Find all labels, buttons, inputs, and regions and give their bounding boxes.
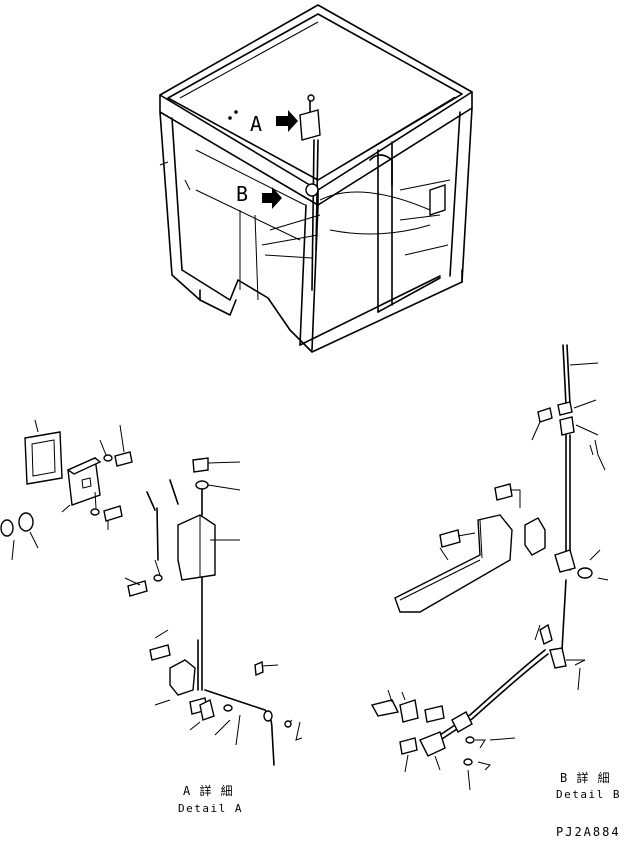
detail-b-parts [370, 344, 609, 791]
detail-b-caption-en: Detail B [556, 788, 621, 801]
detail-a-parts [0, 419, 303, 766]
drawing-code: PJ2A884 [556, 825, 621, 839]
view-arrow-a [276, 110, 298, 132]
detail-a-caption-jp: A 詳 細 [183, 783, 234, 798]
cab-assembly [159, 4, 473, 353]
view-label-b: B [236, 182, 248, 206]
detail-b-caption-jp: B 詳 細 [560, 770, 611, 785]
detail-a-caption-en: Detail A [178, 802, 243, 815]
view-arrow-b [262, 187, 282, 209]
view-label-a: A [250, 112, 262, 136]
